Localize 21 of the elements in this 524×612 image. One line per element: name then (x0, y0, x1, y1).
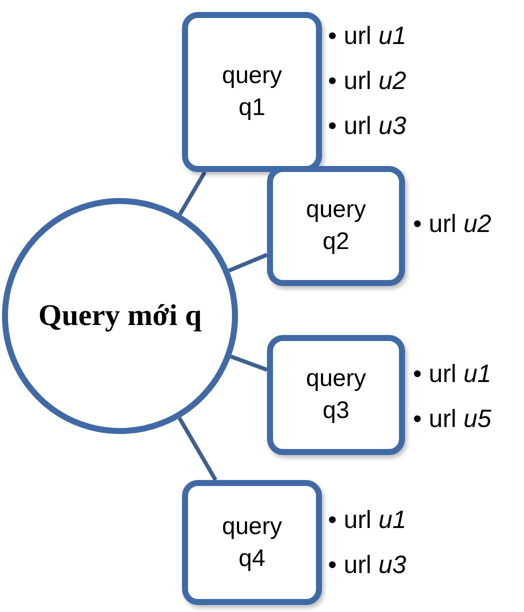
node-label: Query mới q (38, 298, 202, 334)
bullet-item: • url u1 (413, 359, 492, 390)
node-label: query q3 (304, 364, 368, 426)
connector-line (228, 252, 268, 272)
bullet-item: • url u3 (328, 111, 406, 142)
rounded-box (267, 166, 405, 286)
node-label: query q2 (304, 195, 368, 257)
bullet-item: • url u1 (328, 21, 406, 52)
bullet-item: • url u1 (328, 505, 406, 536)
node-label: query q1 (220, 61, 284, 123)
connector-line (178, 416, 218, 481)
bullet-item: • url u3 (328, 550, 406, 581)
rounded-box (267, 335, 405, 455)
connector-line (230, 354, 268, 372)
rounded-box (182, 480, 322, 605)
bullet-item: • url u2 (328, 66, 406, 97)
connector-line (178, 170, 207, 216)
node-label: query q4 (220, 512, 284, 574)
bullet-item: • url u5 (413, 404, 492, 435)
rounded-box (182, 12, 322, 172)
bullet-item: • url u2 (413, 209, 492, 240)
